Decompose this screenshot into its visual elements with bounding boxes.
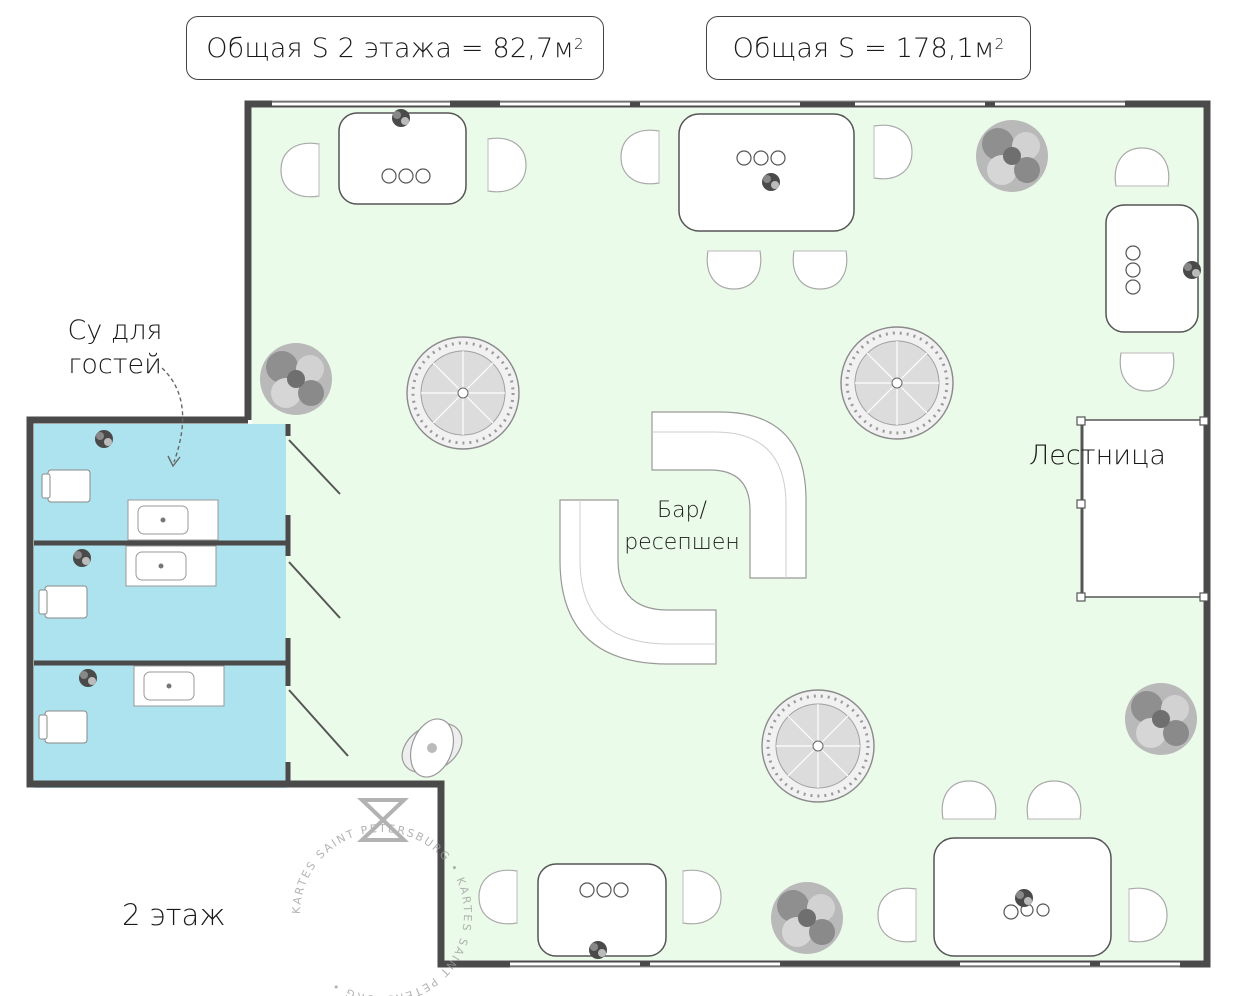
wc-label-line1: Су для xyxy=(67,315,163,346)
floor-area-unit-sup: 2 xyxy=(574,35,584,53)
wc-partitions xyxy=(34,424,291,784)
wc-plant-1 xyxy=(95,430,113,448)
wc-plant-2 xyxy=(73,549,91,567)
stairs-label: Лестница xyxy=(1029,440,1166,471)
plant-round-3 xyxy=(760,688,876,804)
wc-arrow xyxy=(161,367,184,463)
sink-2 xyxy=(125,545,217,587)
total-area-text: Общая S = 178,1м xyxy=(732,32,995,64)
bar-counter xyxy=(559,411,807,665)
wc-doors xyxy=(288,439,349,757)
table-cups-2 xyxy=(736,150,786,166)
bush-4 xyxy=(771,882,843,954)
table-plant-1 xyxy=(392,109,410,127)
sink-1 xyxy=(127,499,219,541)
table-plant-5 xyxy=(1015,889,1033,907)
toilet-1 xyxy=(41,469,91,503)
bush-1 xyxy=(976,120,1048,192)
bar-label-line2: ресепшен xyxy=(624,530,740,555)
wc-plant-3 xyxy=(79,669,97,687)
wc-label-line2: гостей xyxy=(68,349,162,380)
sink-3 xyxy=(133,665,225,707)
stairs-area xyxy=(1082,420,1203,597)
table-plant-3 xyxy=(1183,261,1201,279)
plant-round-1 xyxy=(405,335,521,451)
plant-round-2 xyxy=(839,325,955,441)
floor-area-text: Общая S 2 этажа = 82,7м xyxy=(206,32,575,64)
bush-3 xyxy=(1125,683,1197,755)
wc-label: Су для гостей xyxy=(40,314,190,382)
table-cups-4 xyxy=(579,882,629,898)
windows xyxy=(272,102,1180,966)
floor-label: 2 этаж xyxy=(122,898,226,932)
leafy-plant xyxy=(401,718,463,778)
bar-label-line1: Бар/ xyxy=(657,498,707,523)
bar-label: Бар/ ресепшен xyxy=(612,495,752,559)
table-cups-1 xyxy=(381,168,431,184)
toilet-3 xyxy=(38,710,88,744)
table-plant-2 xyxy=(762,173,780,191)
bush-2 xyxy=(260,343,332,415)
toilet-2 xyxy=(38,585,88,619)
table-plant-4 xyxy=(589,941,607,959)
total-area-unit-sup: 2 xyxy=(994,35,1005,53)
